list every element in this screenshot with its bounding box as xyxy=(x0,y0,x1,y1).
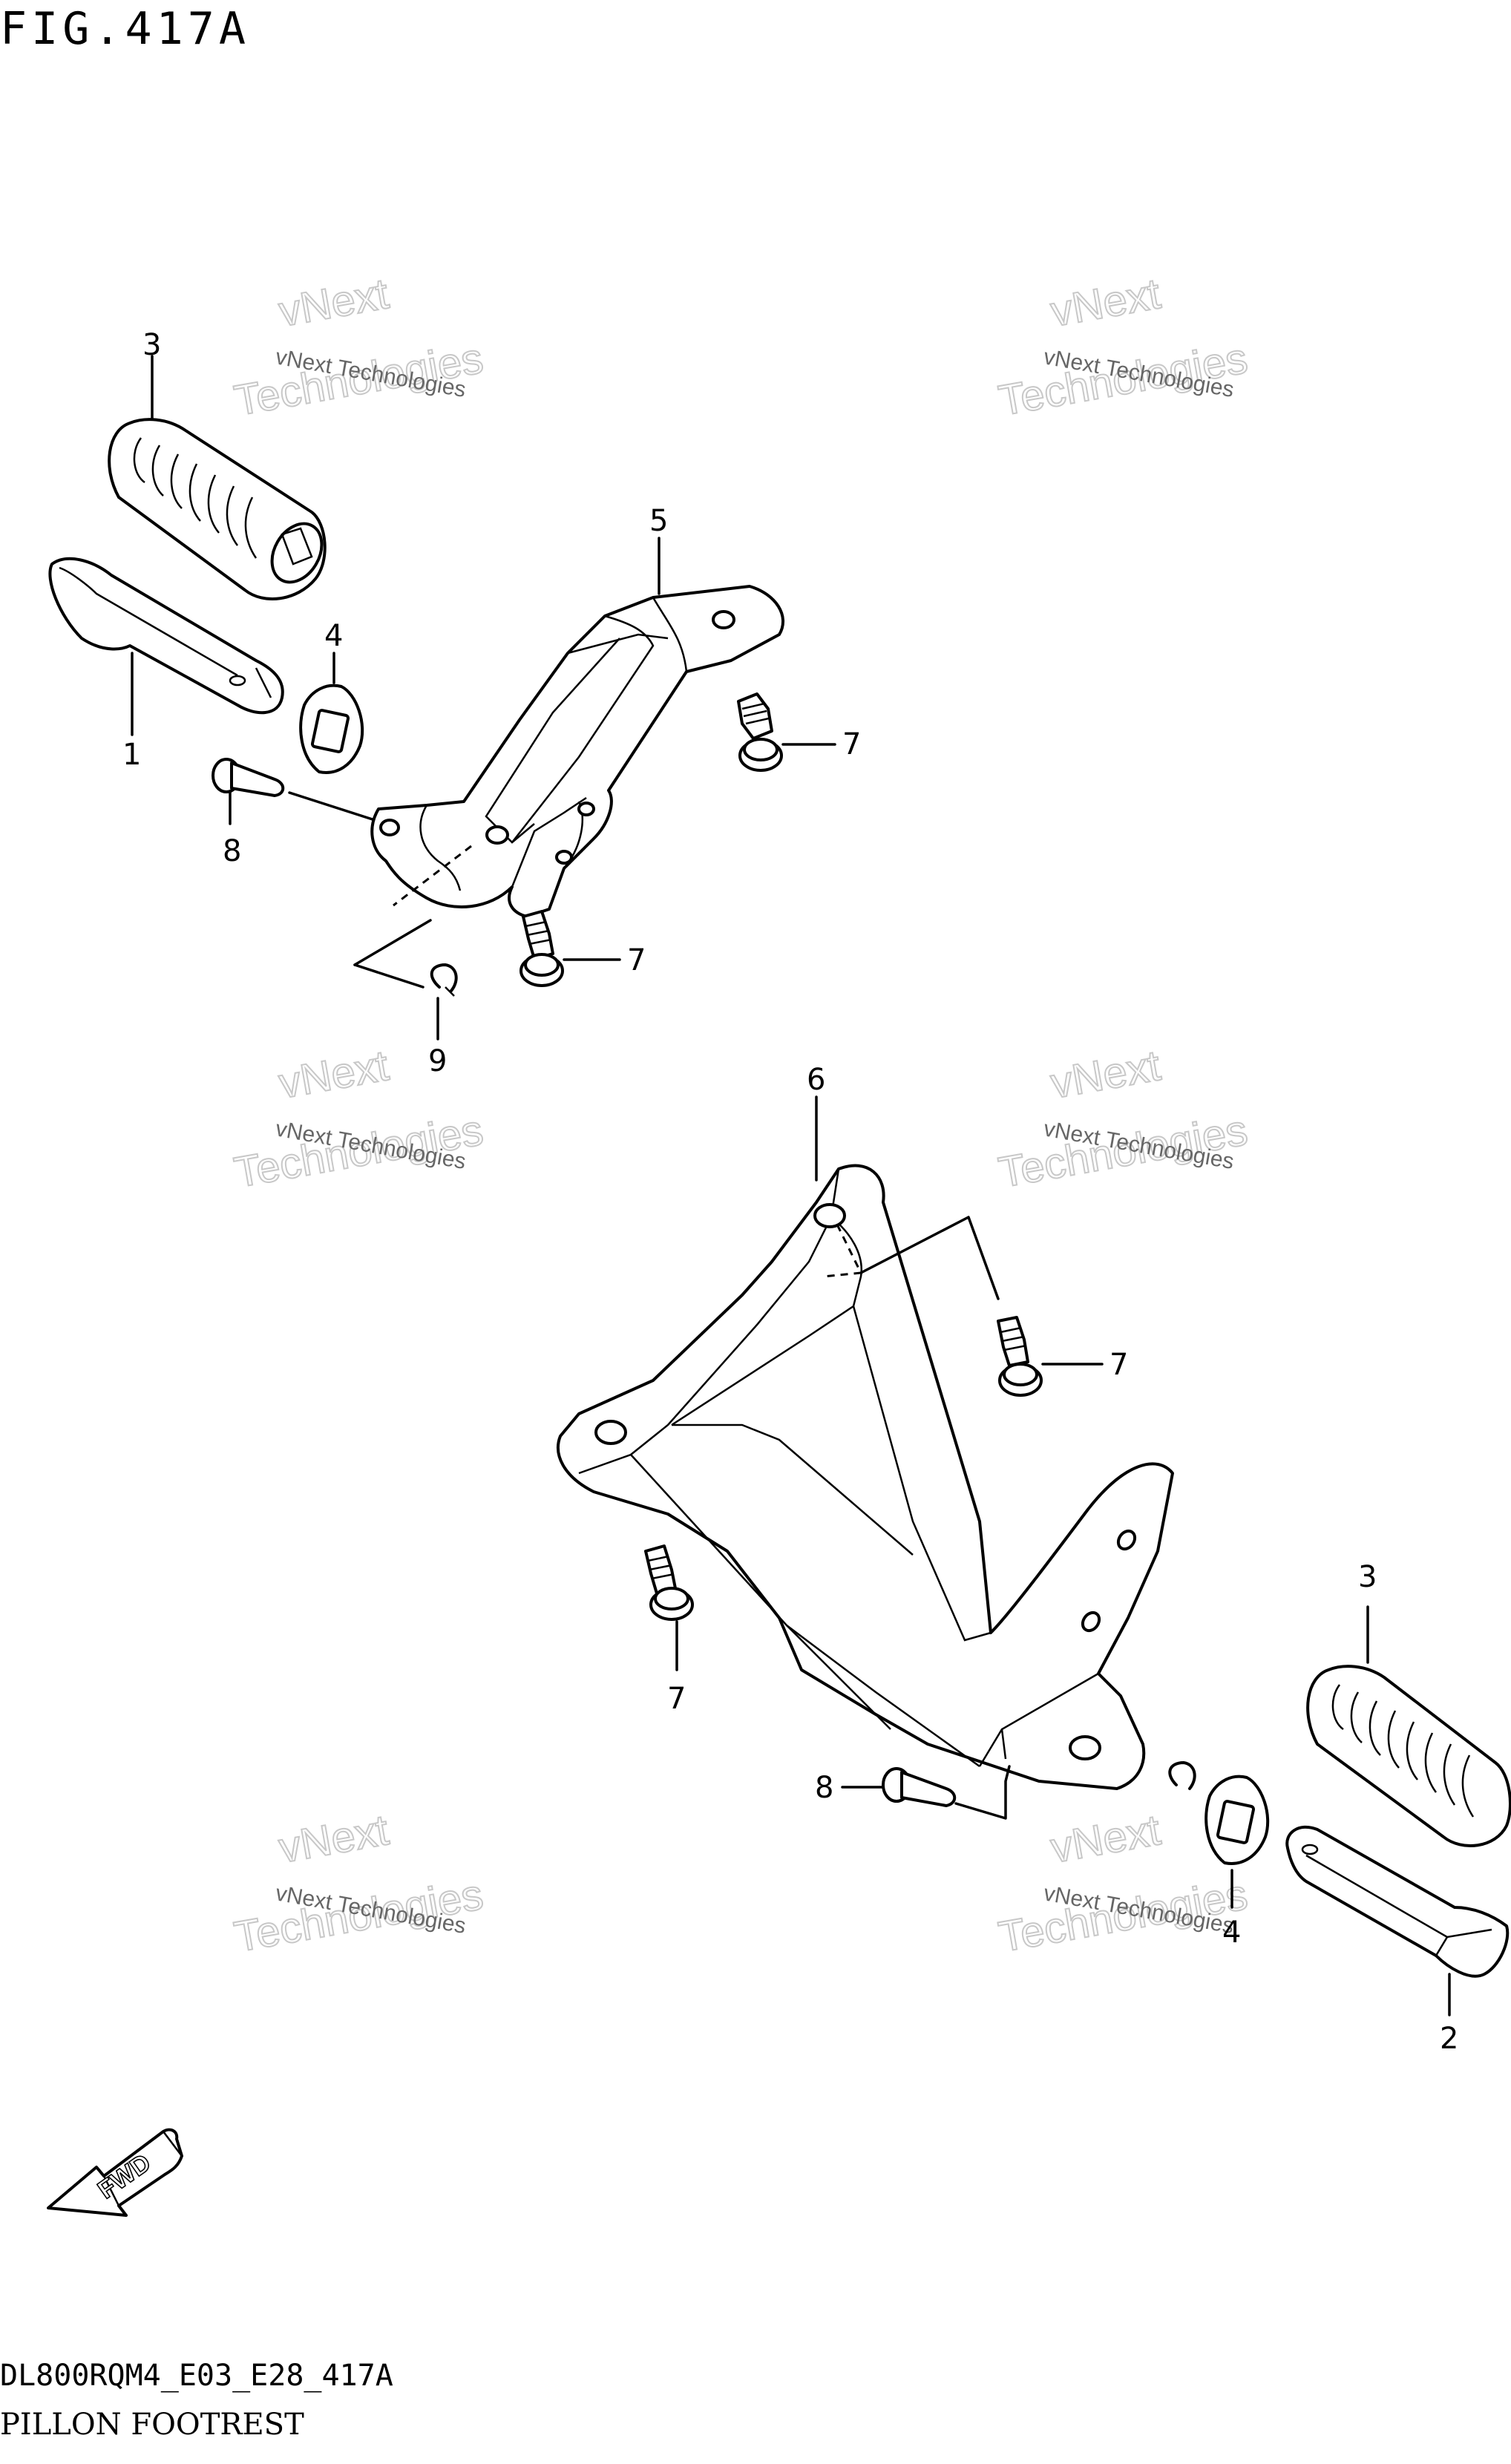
rubber-grip-lower xyxy=(1306,1665,1511,1847)
footrest-bracket-right xyxy=(557,1164,1174,1790)
watermark-1: vNext Technologies vNext Technologies xyxy=(230,269,488,426)
dash-9-link xyxy=(393,845,472,907)
circlip-lower xyxy=(1168,1761,1196,1790)
bolt-7-upper-left xyxy=(519,910,564,987)
svg-text:vNext: vNext xyxy=(275,1806,392,1872)
callout-4-upper: 4 xyxy=(324,619,343,653)
figure-name: PILLON FOOTREST xyxy=(0,2408,304,2442)
watermark-3: vNext Technologies vNext Technologies xyxy=(230,1041,488,1198)
pin-upper xyxy=(212,758,285,797)
rubber-grip-upper xyxy=(108,418,327,600)
svg-text:vNext: vNext xyxy=(1047,1041,1164,1108)
bolt-7-right xyxy=(997,1316,1043,1397)
pin-lower xyxy=(882,1767,957,1807)
callout-3-lower: 3 xyxy=(1358,1560,1377,1594)
callout-7-lower: 7 xyxy=(667,1682,686,1716)
callout-2: 2 xyxy=(1440,2022,1458,2056)
pin-axis-line-lower xyxy=(954,1765,1011,1820)
callout-7-right: 7 xyxy=(1110,1348,1128,1382)
watermark-5: vNext Technologies vNext Technologies xyxy=(230,1805,488,1962)
callout-9: 9 xyxy=(428,1044,447,1078)
circlip xyxy=(430,963,458,997)
callout-8-upper: 8 xyxy=(223,834,241,868)
footrest-peg-right xyxy=(1285,1825,1510,1978)
callout-7-upper-left: 7 xyxy=(627,943,646,977)
svg-text:vNext: vNext xyxy=(275,269,392,336)
watermark-4: vNext Technologies vNext Technologies xyxy=(994,1041,1252,1198)
callout-5: 5 xyxy=(649,504,668,538)
leader-9-link xyxy=(353,919,432,966)
leader-9-link-b xyxy=(353,963,425,989)
svg-text:vNext: vNext xyxy=(275,1041,392,1108)
figure-title: FIG.417A xyxy=(0,3,250,55)
leader-7-right-link xyxy=(859,1216,1000,1300)
bolt-7-upper xyxy=(737,692,783,772)
callout-4-lower: 4 xyxy=(1222,1916,1241,1950)
callout-7-upper: 7 xyxy=(842,727,861,761)
figure-code: DL800RQM4_E03_E28_417A xyxy=(0,2359,393,2393)
svg-text:vNext: vNext xyxy=(1047,269,1164,336)
svg-text:vNext: vNext xyxy=(1047,1806,1164,1872)
callout-8-lower: 8 xyxy=(815,1771,833,1805)
washer-lower xyxy=(1204,1775,1270,1865)
pin-axis-line-upper xyxy=(288,791,376,822)
washer-upper xyxy=(299,684,364,774)
watermark-2: vNext Technologies vNext Technologies xyxy=(994,269,1252,426)
callout-1: 1 xyxy=(122,738,141,772)
callout-6: 6 xyxy=(807,1063,825,1097)
footrest-peg-left xyxy=(48,557,284,715)
callout-3-upper: 3 xyxy=(142,328,161,362)
bolt-7-lower xyxy=(644,1544,694,1621)
footrest-bracket-left xyxy=(370,585,784,918)
fwd-arrow-icon: FWD xyxy=(47,2128,183,2217)
